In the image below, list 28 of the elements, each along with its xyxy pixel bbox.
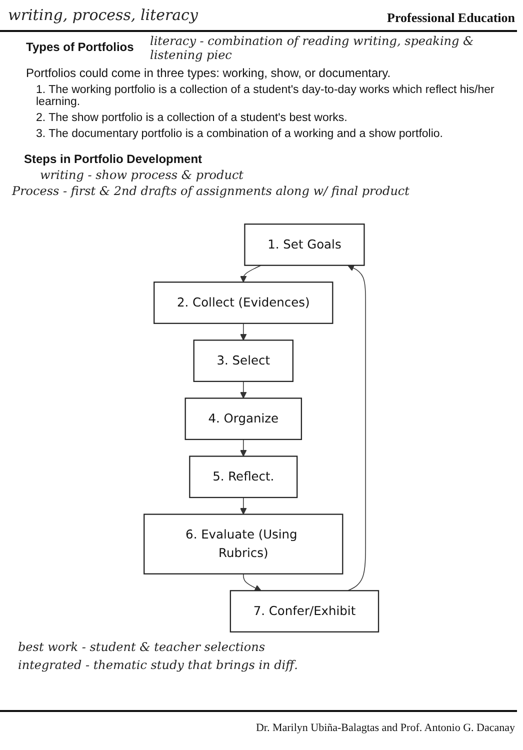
step-box: 6. Evaluate (Using Rubrics) <box>144 514 344 574</box>
handwritten-note: writing - show process & product <box>40 168 244 182</box>
arrow <box>348 264 366 592</box>
handwritten-note: literacy - combination of reading writing, speaking & listening piec <box>150 34 475 62</box>
handwritten-note: Process - first & 2nd drafts of assignments along w/ final product <box>12 184 410 198</box>
arrow <box>240 323 247 340</box>
arrow <box>240 497 247 515</box>
step-box: 5. Reflect. <box>189 456 298 498</box>
author-footer: Dr. Marilyn Ubiña-Balagtas and Prof. Antonio G. Dacanay <box>256 722 515 734</box>
arrow <box>240 381 247 399</box>
handwritten-note: best work - student & teacher selections <box>18 640 265 654</box>
arrow <box>240 439 247 457</box>
arrow <box>243 573 262 592</box>
list-item: 3. The documentary portfolio is a combination of a working and a show portfolio. <box>36 128 444 140</box>
step-box: 4. Organize <box>184 398 302 440</box>
section-heading: Steps in Portfolio Development <box>24 152 202 166</box>
arrow <box>240 264 262 282</box>
step-box: 1. Set Goals <box>244 224 365 266</box>
step-box: 3. Select <box>193 340 294 382</box>
handwritten-note: integrated - thematic study that brings in diff. <box>18 658 299 672</box>
step-box: 7. Confer/Exhibit <box>230 590 380 632</box>
running-header: Professional Education <box>387 10 515 26</box>
list-item: 2. The show portfolio is a collection of a student's best works. <box>36 112 348 124</box>
list-item: 1. The working portfolio is a collection of a student's day-to-day works which reflect his/her learning. <box>36 84 496 108</box>
handwritten-note: writing, process, literacy <box>8 6 198 24</box>
step-box: 2. Collect (Evidences) <box>154 282 334 324</box>
section-heading: Types of Portfolios <box>26 40 134 54</box>
paragraph: Portfolios could come in three types: working, show, or documentary. <box>26 66 391 80</box>
